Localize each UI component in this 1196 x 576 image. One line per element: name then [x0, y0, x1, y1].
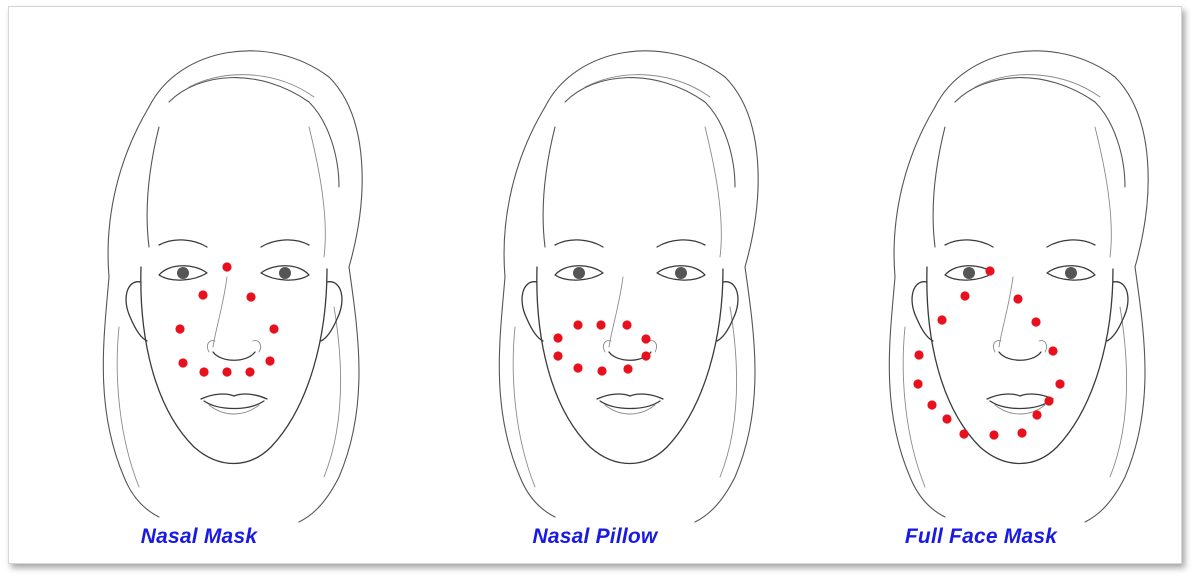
pressure-point-dot	[641, 334, 650, 343]
pressure-point-dot	[553, 351, 562, 360]
pressure-point-dot	[1031, 317, 1040, 326]
pressure-point-dot	[1032, 410, 1041, 419]
pressure-point-dot	[596, 320, 605, 329]
pressure-point-dot	[1044, 396, 1053, 405]
face-drawing	[9, 7, 389, 563]
pressure-point-dot	[245, 367, 254, 376]
pressure-point-dot	[199, 367, 208, 376]
pressure-point-dot	[553, 333, 562, 342]
pressure-point-dot	[246, 292, 255, 301]
pressure-point-dot	[641, 351, 650, 360]
face-drawing	[405, 7, 785, 563]
pressure-point-dot	[265, 356, 274, 365]
pressure-point-dot	[989, 430, 998, 439]
pressure-point-dot	[597, 366, 606, 375]
panel-full-face-mask: Full Face Mask	[791, 7, 1171, 563]
illustration-frame: Nasal Mask	[8, 6, 1182, 564]
panel-nasal-mask: Nasal Mask	[9, 7, 389, 563]
pressure-point-dot	[1055, 379, 1064, 388]
pressure-point-dot	[959, 429, 968, 438]
pressure-point-dot	[960, 291, 969, 300]
pressure-point-dot	[1048, 346, 1057, 355]
pressure-point-dot	[175, 324, 184, 333]
caption-full-face-mask: Full Face Mask	[791, 525, 1171, 549]
pressure-point-dot	[222, 367, 231, 376]
pressure-point-dot	[913, 379, 922, 388]
pressure-point-dot	[985, 266, 994, 275]
caption-nasal-pillow: Nasal Pillow	[405, 525, 785, 549]
pressure-point-dot	[573, 363, 582, 372]
pressure-point-dot	[622, 320, 631, 329]
panel-nasal-pillow: Nasal Pillow	[405, 7, 785, 563]
pressure-point-dot	[914, 350, 923, 359]
pressure-point-dot	[942, 414, 951, 423]
pressure-point-dot	[269, 324, 278, 333]
pressure-point-dot	[927, 400, 936, 409]
pressure-point-dot	[198, 290, 207, 299]
pressure-point-dot	[573, 320, 582, 329]
pressure-point-dot	[1013, 294, 1022, 303]
caption-nasal-mask: Nasal Mask	[9, 525, 389, 549]
pressure-point-dot	[937, 315, 946, 324]
pressure-point-dot	[1017, 428, 1026, 437]
pressure-point-dot	[623, 364, 632, 373]
pressure-point-dot	[222, 262, 231, 271]
face-drawing	[791, 7, 1171, 563]
pressure-point-dot	[178, 358, 187, 367]
